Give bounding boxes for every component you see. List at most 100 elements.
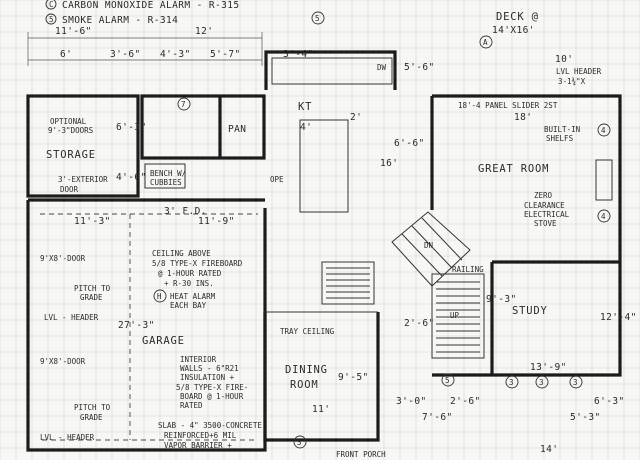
top-dimensions: 11'-6" 12' 6' 3'-6" 4'-3" 5'-7" 3'-4" 10… — [27, 26, 573, 66]
note-heat-alarm: HEAT ALARM — [170, 292, 216, 301]
dim-7-6: 7'-6" — [422, 412, 453, 423]
dim-13-9: 13'-9" — [530, 362, 567, 373]
stair-treads — [326, 267, 480, 353]
note-bench-2: CUBBIES — [150, 178, 182, 187]
note-pitch-1b: GRADE — [80, 293, 103, 302]
note-optional: OPTIONAL — [50, 117, 87, 126]
dim-3-6: 3'-6" — [110, 49, 141, 60]
note-interior-4: 5/8 TYPE-X FIRE- — [176, 383, 248, 392]
room-dining-2: ROOM — [290, 379, 319, 391]
dim-10: 10' — [555, 54, 573, 65]
dim-11-9: 11'-9" — [198, 216, 235, 227]
marker-3-d: 3 — [297, 438, 302, 447]
note-pitch-2b: GRADE — [80, 413, 103, 422]
dim-6-3-b: 6'-3" — [594, 396, 625, 407]
note-zero-4: STOVE — [534, 219, 557, 228]
walls — [26, 50, 622, 452]
note-slab-2: REINFORCED+6 MIL — [164, 431, 237, 440]
co-alarm-marker — [45, 0, 57, 10]
note-railing: RAILING — [452, 265, 484, 274]
room-garage: GARAGE — [142, 335, 185, 347]
markers: 5 A 7 4 4 H 3 3 3 3 5 — [153, 11, 611, 449]
dim-9-3: 9'-3" — [486, 294, 517, 305]
dim-4: 4' — [300, 122, 312, 133]
note-built-in-2: SHELFS — [546, 134, 574, 143]
marker-4-b: 4 — [601, 212, 606, 221]
note-ceiling-4: + R-30 INS. — [164, 279, 214, 288]
dim-5-6: 5'-6" — [404, 62, 435, 73]
marker-3-a: 3 — [509, 378, 514, 387]
room-pantry: PAN — [228, 124, 246, 135]
note-lvl-header-top: LVL HEADER — [556, 67, 602, 76]
note-front-porch: FRONT PORCH — [336, 450, 386, 459]
room-deck-size: 14'X16' — [492, 25, 535, 36]
interior-dimensions: 6'-3" 4'-6" 11'-3" 11'-9" 3' F.D. 6'-6" … — [74, 62, 637, 455]
marker-a: A — [483, 38, 488, 47]
note-lvl-1: LVL - HEADER — [44, 313, 99, 322]
note-interior-1: INTERIOR — [180, 355, 217, 364]
smoke-alarm-marker-label: 5 — [49, 15, 54, 24]
marker-4-a: 4 — [601, 126, 606, 135]
room-labels: DECK @ 14'X16' STORAGE KT PAN GREAT ROOM… — [46, 11, 549, 391]
note-ceiling-2: 5/8 TYPE-X FIREBOARD — [152, 259, 243, 268]
note-built-in: BUILT-IN — [544, 125, 580, 134]
dim-2-6: 2'-6" — [450, 396, 481, 407]
note-slab-1: SLAB - 4" 3500-CONCRETE — [158, 421, 262, 430]
legend-smoke-alarm: SMOKE ALARM - R-314 — [62, 15, 178, 26]
note-door-bottom: 9'X8'-DOOR — [40, 357, 86, 366]
garage-dashes — [40, 213, 258, 441]
marker-h: H — [157, 292, 162, 301]
dim-4-3: 4'-3" — [160, 49, 191, 60]
dim-11-6: 11'-6" — [55, 26, 92, 37]
note-ceiling-3: @ 1-HOUR RATED — [158, 269, 222, 278]
dim-18: 18' — [514, 112, 532, 123]
dim-3-0: 3'-0" — [396, 396, 427, 407]
dim-27-3: 27'-3" — [118, 320, 155, 331]
dim-12-4: 12'-4" — [600, 312, 637, 323]
note-lvl-2: LVL - HEADER — [40, 433, 95, 442]
note-interior-3: INSULATION + — [180, 373, 235, 382]
dim-6-3: 6'-3" — [116, 122, 147, 133]
marker-3-b: 3 — [539, 378, 544, 387]
note-ext-door: 3'-EXTERIOR — [58, 175, 108, 184]
note-slab-3: VAPOR BARRIER + — [164, 441, 232, 450]
note-tray-ceiling: TRAY CEILING — [280, 327, 335, 336]
dim-12: 12' — [195, 26, 213, 37]
dim-2-6-b: 2'-6" — [404, 318, 435, 329]
marker-3-c: 3 — [573, 378, 578, 387]
dim-6: 6' — [60, 49, 72, 60]
room-deck: DECK @ — [496, 11, 539, 23]
note-zero-2: CLEARANCE — [524, 201, 565, 210]
dim-9-5: 9'-5" — [338, 372, 369, 383]
dim-5-7: 5'-7" — [210, 49, 241, 60]
room-storage: STORAGE — [46, 149, 96, 161]
marker-5-bottom: 5 — [445, 376, 450, 385]
dim-5-3: 5'-3" — [570, 412, 601, 423]
dim-11: 11' — [312, 404, 330, 415]
note-interior-5: BOARD @ 1-HOUR — [180, 392, 244, 401]
dim-3-fd: 3' F.D. — [164, 206, 207, 217]
dim-4-6: 4'-6" — [116, 172, 147, 183]
room-kitchen: KT — [298, 101, 312, 113]
dim-16: 16' — [380, 158, 398, 169]
note-optional-2: 9'-3"DOORS — [48, 126, 94, 135]
note-pitch-1: PITCH TO — [74, 284, 111, 293]
dim-6-6: 6'-6" — [394, 138, 425, 149]
dim-2: 2' — [350, 112, 362, 123]
legend-carbon-monoxide: CARBON MONOXIDE ALARM - R-315 — [62, 0, 239, 11]
room-great-room: GREAT ROOM — [478, 163, 549, 175]
notes: OPTIONAL 9'-3"DOORS 3'-EXTERIOR DOOR BEN… — [40, 63, 602, 459]
co-alarm-marker-label: C — [49, 0, 54, 9]
note-dw: DW — [377, 63, 387, 72]
dim-11-3: 11'-3" — [74, 216, 111, 227]
marker-5-top: 5 — [315, 14, 320, 23]
marker-7: 7 — [181, 100, 186, 109]
room-study: STUDY — [512, 305, 548, 317]
note-ope: OPE — [270, 175, 284, 184]
note-dn: DN — [424, 241, 433, 250]
note-ext-door-2: DOOR — [60, 185, 79, 194]
note-zero-3: ELECTRICAL — [524, 210, 570, 219]
note-interior-6: RATED — [180, 401, 203, 410]
note-door-top: 9'X8'-DOOR — [40, 254, 86, 263]
